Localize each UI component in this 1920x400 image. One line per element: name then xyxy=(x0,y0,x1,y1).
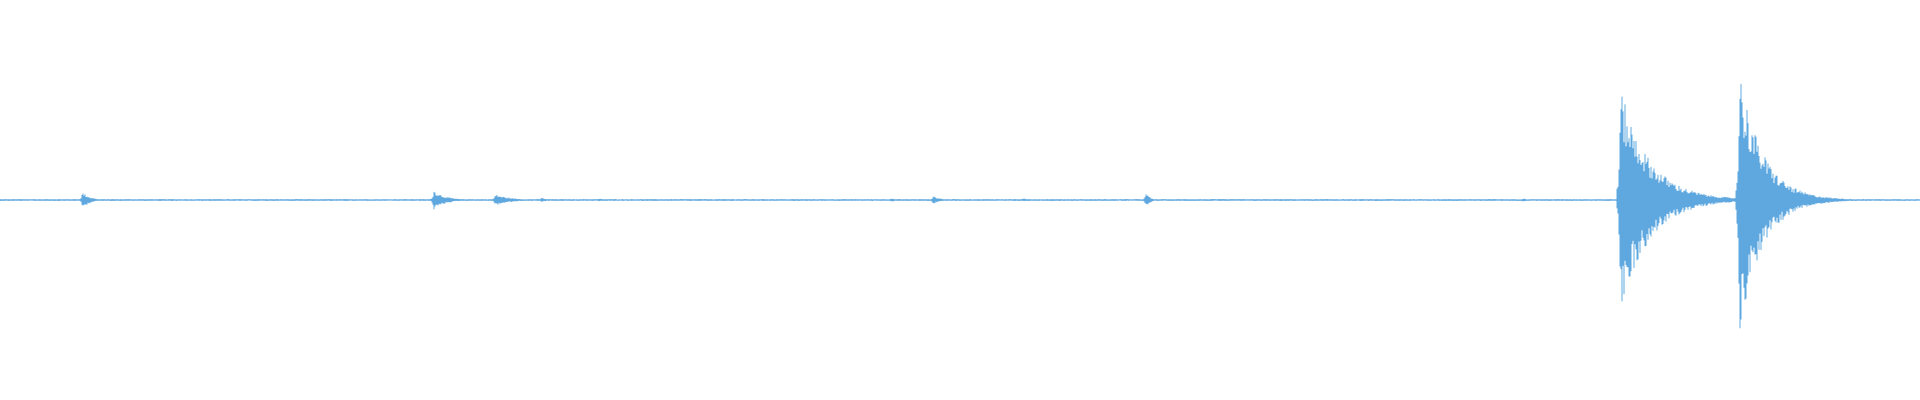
waveform-trace xyxy=(0,84,1920,329)
